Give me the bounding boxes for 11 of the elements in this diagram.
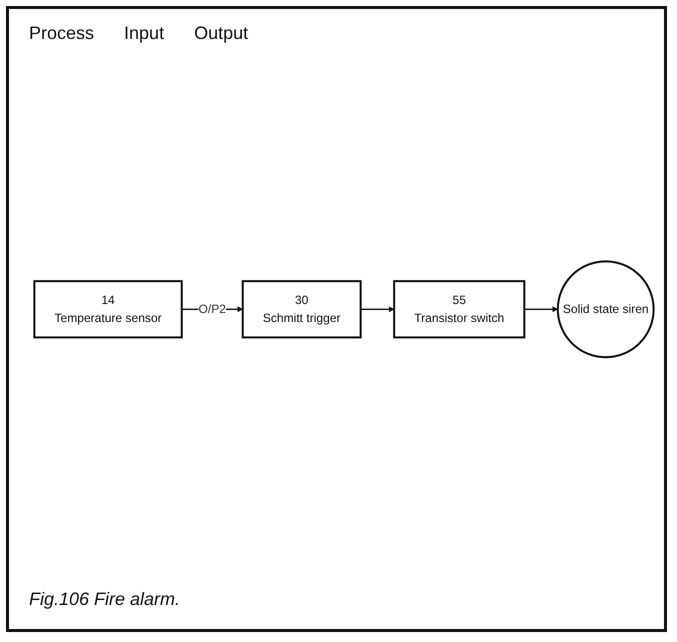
section-label: Process	[29, 23, 94, 44]
node-circle	[556, 260, 655, 358]
node-box	[242, 280, 362, 338]
node-box	[393, 280, 526, 338]
section-label: Output	[194, 23, 248, 44]
arrow	[524, 306, 558, 312]
figure-caption: Fig.106 Fire alarm.	[29, 589, 180, 610]
section-label: Input	[124, 23, 164, 44]
block-diagram: O/P2 30 Schmitt trigger 55 Transistor switch 14 Temperature sensor Solid state siren	[29, 256, 659, 362]
node-box	[33, 280, 183, 338]
arrow	[360, 306, 394, 312]
